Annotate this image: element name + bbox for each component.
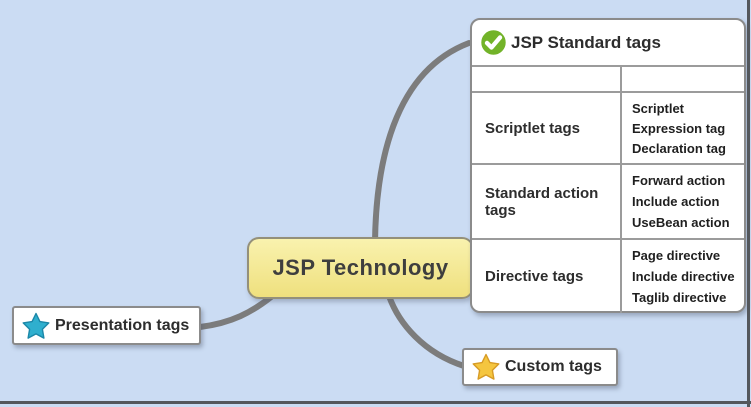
row-items-cell[interactable]: Scriptlet Expression tag Declaration tag bbox=[620, 93, 744, 163]
central-topic-node[interactable]: JSP Technology bbox=[247, 237, 474, 299]
row-items-cell[interactable]: Forward action Include action UseBean ac… bbox=[620, 165, 744, 238]
connector-central-to-custom-tags bbox=[386, 293, 467, 369]
window-frame-bottom-edge bbox=[0, 401, 751, 404]
custom-tags-node[interactable]: Custom tags bbox=[462, 348, 618, 386]
star-icon bbox=[472, 353, 500, 380]
table-row-directive-tags[interactable]: Directive tags Page directive Include di… bbox=[472, 238, 744, 313]
custom-tags-label: Custom tags bbox=[505, 358, 602, 375]
check-circle-icon bbox=[479, 28, 508, 57]
row-label-cell[interactable]: Directive tags bbox=[472, 240, 620, 313]
row-item: Include directive bbox=[632, 269, 735, 284]
star-icon bbox=[22, 312, 50, 339]
standard-tags-title: JSP Standard tags bbox=[511, 32, 661, 52]
row-item: Include action bbox=[632, 194, 720, 209]
standard-tags-node[interactable]: JSP Standard tags Scriptlet tags Scriptl… bbox=[470, 18, 746, 313]
row-label: Directive tags bbox=[485, 268, 584, 285]
table-row-scriptlet-tags[interactable]: Scriptlet tags Scriptlet Expression tag … bbox=[472, 91, 744, 163]
central-topic-label: JSP Technology bbox=[272, 255, 449, 280]
row-item: Expression tag bbox=[632, 120, 726, 136]
standard-tags-title-row[interactable]: JSP Standard tags bbox=[472, 20, 744, 65]
row-items-cell[interactable]: Page directive Include directive Taglib … bbox=[620, 240, 744, 313]
row-label: Scriptlet tags bbox=[485, 119, 581, 137]
row-item: Taglib directive bbox=[632, 290, 727, 305]
table-header-row bbox=[472, 65, 744, 91]
row-item: Page directive bbox=[632, 248, 721, 263]
connector-central-to-standard-tags bbox=[372, 40, 472, 245]
presentation-tags-node[interactable]: Presentation tags bbox=[12, 306, 201, 345]
row-label-cell[interactable]: Standard action tags bbox=[472, 165, 620, 238]
row-item: Forward action bbox=[632, 173, 726, 188]
presentation-tags-label: Presentation tags bbox=[55, 316, 190, 334]
table-header-cell-left bbox=[472, 67, 620, 91]
row-label-cell[interactable]: Scriptlet tags bbox=[472, 93, 620, 163]
row-item: Declaration tag bbox=[632, 140, 726, 156]
row-label: Standard action tags bbox=[485, 184, 599, 219]
row-item: Scriptlet bbox=[632, 100, 685, 116]
row-item: UseBean action bbox=[632, 215, 730, 230]
table-row-standard-action-tags[interactable]: Standard action tags Forward action Incl… bbox=[472, 163, 744, 238]
window-frame-right-edge bbox=[747, 0, 750, 407]
table-header-cell-right bbox=[620, 67, 744, 91]
connector-central-to-presentation-tags bbox=[197, 294, 274, 330]
